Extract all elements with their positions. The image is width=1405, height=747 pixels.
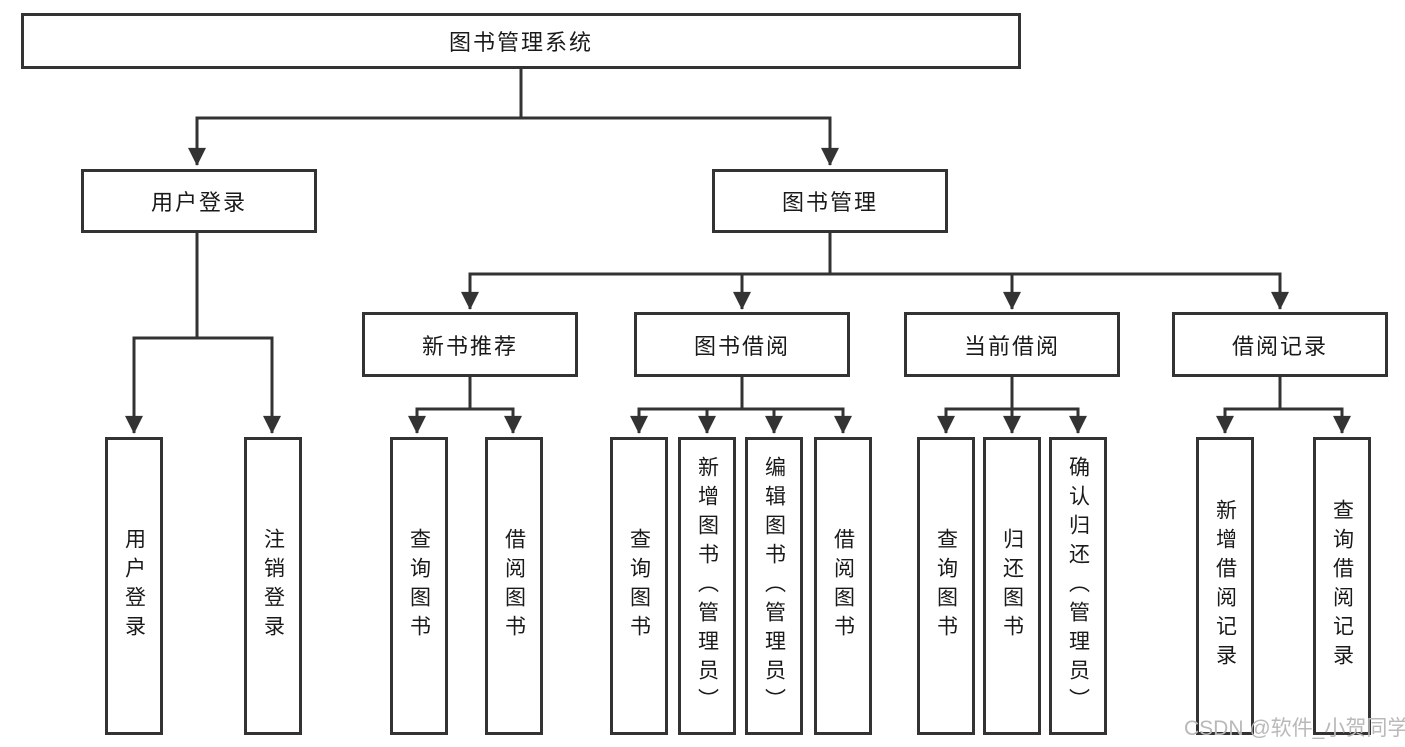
leaf-label: 借阅图书 (502, 528, 526, 644)
leaf-query-books: 查询图书 (390, 437, 448, 735)
leaf-edit-books-admin: 编辑图书（管理员） (745, 437, 803, 735)
leaf-label: 查询借阅记录 (1330, 499, 1354, 673)
leaf-label: 新增借阅记录 (1213, 499, 1237, 673)
node-book-management: 图书管理 (712, 169, 948, 233)
leaf-return-books: 归还图书 (983, 437, 1041, 735)
leaf-user-login: 用户登录 (105, 437, 163, 735)
leaf-label: 编辑图书（管理员） (762, 455, 786, 717)
node-borrowing-records: 借阅记录 (1172, 312, 1388, 377)
leaf-label: 查询图书 (407, 528, 431, 644)
leaf-borrow-books: 借阅图书 (485, 437, 543, 735)
leaf-logout: 注销登录 (244, 437, 302, 735)
node-new-book-recommend: 新书推荐 (362, 312, 578, 377)
leaf-add-borrow-record: 新增借阅记录 (1196, 437, 1254, 735)
leaf-label: 借阅图书 (831, 528, 855, 644)
node-library-management-system: 图书管理系统 (21, 13, 1021, 69)
node-book-borrowing: 图书借阅 (634, 312, 850, 377)
leaf-query-books: 查询图书 (610, 437, 668, 735)
leaf-query-books: 查询图书 (917, 437, 975, 735)
leaf-query-borrow-record: 查询借阅记录 (1313, 437, 1371, 735)
leaf-label: 查询图书 (934, 528, 958, 644)
leaf-label: 新增图书（管理员） (695, 455, 719, 717)
leaf-label: 查询图书 (627, 528, 651, 644)
leaf-add-books-admin: 新增图书（管理员） (678, 437, 736, 735)
leaf-confirm-return-admin: 确认归还（管理员） (1049, 437, 1107, 735)
leaf-label: 确认归还（管理员） (1066, 455, 1090, 717)
node-current-borrowing: 当前借阅 (904, 312, 1120, 377)
leaf-borrow-books: 借阅图书 (814, 437, 872, 735)
leaf-label: 归还图书 (1000, 528, 1024, 644)
leaf-label: 注销登录 (261, 528, 285, 644)
leaf-label: 用户登录 (122, 528, 146, 644)
watermark: CSDN @软件_小贺同学 (1184, 717, 1405, 740)
node-user-login: 用户登录 (81, 169, 317, 233)
